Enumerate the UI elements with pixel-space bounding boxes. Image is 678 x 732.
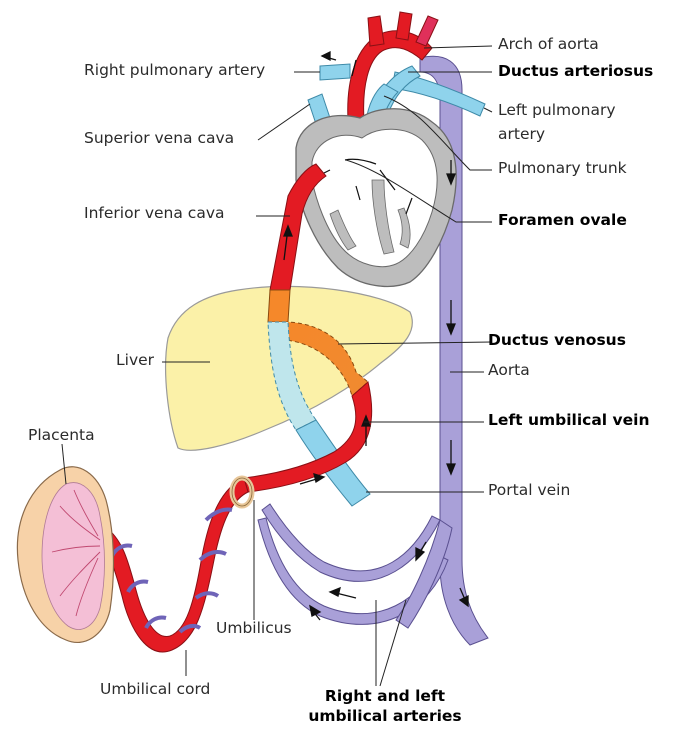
label-superior-vena-cava: Superior vena cava [84,130,234,148]
ivc-liver-segment [268,290,290,322]
label-portal-vein: Portal vein [488,482,570,500]
label-pulmonary-trunk: Pulmonary trunk [498,160,627,178]
label-right-pulmonary-artery: Right pulmonary artery [84,62,265,80]
aortic-branch-3 [416,16,438,46]
label-aorta: Aorta [488,362,530,380]
label-liver: Liver [116,352,154,370]
label-placenta: Placenta [28,427,95,445]
label-left-umbilical-vein: Left umbilical vein [488,412,649,430]
label-inferior-vena-cava: Inferior vena cava [84,205,225,223]
label-umbilical-cord: Umbilical cord [100,681,210,699]
aortic-branch-1 [368,16,384,46]
label-arch-of-aorta: Arch of aorta [498,36,599,54]
label-umbilicus: Umbilicus [216,620,292,638]
right-pulmonary-artery-vessel [320,64,350,80]
label-ductus-arteriosus: Ductus arteriosus [498,63,653,81]
label-umbilical-arteries-line2: umbilical arteries [292,708,478,726]
label-foramen-ovale: Foramen ovale [498,212,627,230]
label-left-pulmonary-artery-line1: Left pulmonary [498,102,616,120]
label-ductus-venosus: Ductus venosus [488,332,626,350]
label-umbilical-arteries-line1: Right and left [316,688,454,706]
label-left-pulmonary-artery-line2: artery [498,126,545,144]
